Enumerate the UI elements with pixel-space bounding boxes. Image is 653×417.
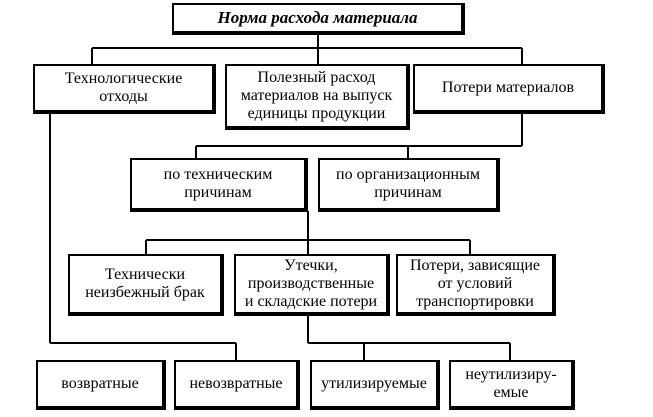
technical-reasons-box: по техническим причинам [130, 158, 308, 212]
tech-waste-box: Технологические отходы [33, 64, 216, 114]
unavoidable-defect-box: Технически неизбежный брак [68, 254, 224, 316]
root-norm-box: Норма расхода материала [172, 3, 465, 35]
utilizable-box: утилизируемые [310, 360, 440, 410]
material-losses-box: Потери материалов [413, 64, 605, 114]
returnable-box: возвратные [36, 360, 166, 410]
leaks-storage-losses-box: Утечки, производственные и складские пот… [234, 254, 390, 316]
transport-losses-box: Потери, зависящие от условий транспортир… [396, 254, 556, 316]
nonreturnable-box: невозвратные [174, 360, 300, 410]
useful-consumption-box: Полезный расход материалов на выпуск еди… [225, 64, 410, 130]
organizational-reasons-box: по организационным причинам [318, 158, 500, 212]
nonutilizable-box: неутилизиру- емые [449, 360, 575, 410]
